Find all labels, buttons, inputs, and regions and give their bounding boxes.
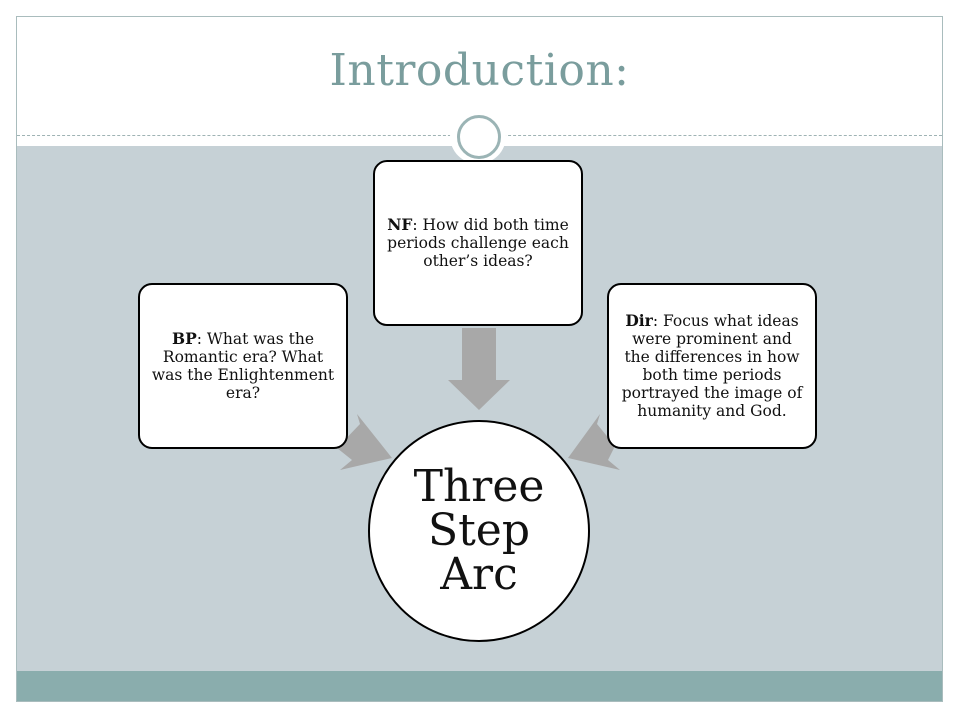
node-dir-body: : Focus what ideas were prominent and th…	[621, 312, 803, 420]
node-bp-box: BP: What was the Romantic era? What was …	[138, 283, 348, 449]
circle-ornament-icon	[450, 108, 506, 164]
center-line-2: Step	[427, 505, 530, 556]
center-label: Three Step Arc	[414, 465, 545, 597]
footer-band	[17, 671, 942, 701]
node-bp-text: BP: What was the Romantic era? What was …	[150, 329, 336, 403]
node-dir-label: Dir	[625, 311, 653, 330]
node-nf-text: NF: How did both time periods challenge …	[385, 215, 571, 271]
ornament-ring	[457, 115, 501, 159]
slide-title: Introduction:	[329, 45, 630, 96]
node-nf-box: NF: How did both time periods challenge …	[373, 160, 583, 326]
node-dir-text: Dir: Focus what ideas were prominent and…	[619, 311, 805, 421]
node-bp-body: : What was the Romantic era? What was th…	[151, 330, 335, 402]
node-nf-label: NF	[387, 215, 413, 234]
arrow-bp-to-center	[337, 414, 392, 470]
center-line-1: Three	[413, 461, 545, 512]
arrow-dir-to-center	[568, 414, 620, 470]
node-nf-body: : How did both time periods challenge ea…	[387, 216, 569, 270]
node-dir-box: Dir: Focus what ideas were prominent and…	[607, 283, 817, 449]
arrow-nf-to-center	[448, 328, 510, 410]
node-bp-label: BP	[172, 329, 197, 348]
center-circle: Three Step Arc	[368, 420, 590, 642]
center-line-3: Arc	[440, 549, 518, 600]
